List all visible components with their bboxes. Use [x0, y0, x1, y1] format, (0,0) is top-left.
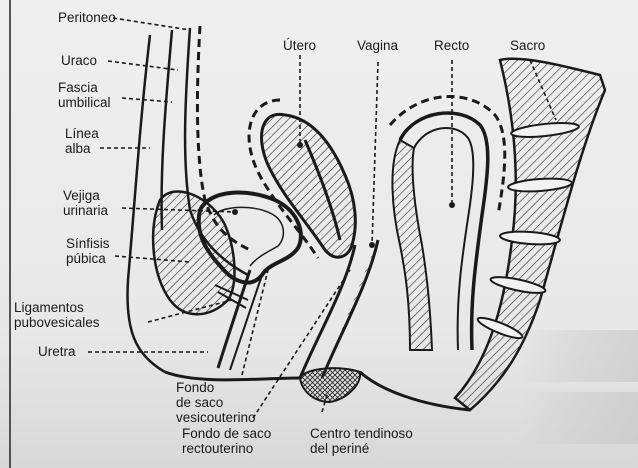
urethra-wall: [230, 275, 262, 370]
label-fondo-saco-vesicouterino: Fondo de saco vesicouterino: [176, 380, 256, 425]
perineal-body: [300, 368, 360, 402]
leader-vagina: [372, 62, 378, 245]
label-ligamentos-pubovesicales: Ligamentos pubovesicales: [14, 300, 100, 330]
label-utero: Útero: [283, 38, 316, 53]
label-recto: Recto: [434, 38, 469, 53]
label-fascia-umbilical: Fascia umbilical: [58, 80, 111, 110]
label-linea-alba: Línea alba: [65, 126, 99, 156]
label-uraco: Uraco: [61, 53, 97, 68]
label-sacro: Sacro: [510, 38, 545, 53]
vagina: [300, 245, 355, 378]
label-sinfisis-pubica: Sínfisis púbica: [66, 236, 110, 266]
bleed-through-shading: [520, 330, 638, 382]
label-centro-tendinoso: Centro tendinoso del periné: [310, 426, 413, 456]
label-vagina: Vagina: [357, 38, 398, 53]
label-peritoneo: Peritoneo: [58, 10, 116, 25]
label-fondo-saco-rectouterino: Fondo de saco rectouterino: [182, 426, 271, 456]
leader-peritoneo: [113, 18, 190, 30]
buttock-skin: [360, 372, 470, 410]
label-uretra: Uretra: [38, 344, 76, 359]
leader-uraco: [108, 61, 178, 70]
rectum-hatch: [392, 140, 432, 350]
bleed-through-shading: [520, 392, 638, 444]
label-vejiga-urinaria: Vejiga urinaria: [63, 188, 108, 218]
uterus: [262, 114, 356, 257]
leader-fascia-umbilical: [122, 98, 172, 102]
